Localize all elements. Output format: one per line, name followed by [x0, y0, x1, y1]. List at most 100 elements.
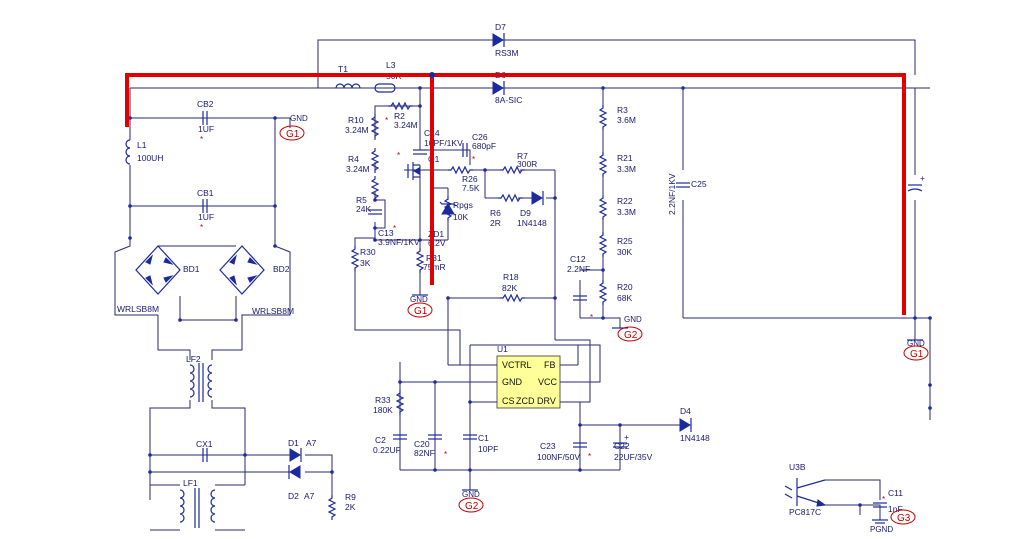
- u1-pin-zcd: ZCD: [516, 396, 535, 406]
- d6-value: 8A-SIC: [495, 95, 522, 105]
- r18-ref: R18: [503, 272, 519, 282]
- rpgs-value: 10K: [453, 212, 468, 222]
- cap-c2: C2 0.22UF: [373, 434, 408, 455]
- cap-c13: C13 3.9NF/1KV: [367, 209, 420, 247]
- g1-tag: G1: [286, 129, 300, 140]
- c25-value: 2.2NF/1KV: [667, 173, 677, 215]
- cap-cb2: CB2 1UF: [197, 99, 214, 134]
- cb1-ref: CB1: [197, 188, 214, 198]
- d7-ref: D7: [495, 22, 506, 32]
- cap-c25: C25 2.2NF/1KV: [667, 173, 707, 215]
- u1-pin-gnd: GND: [502, 377, 523, 387]
- res-r30: R30 3K: [351, 245, 376, 272]
- l3-ref: L3: [386, 60, 396, 70]
- gnd-label: GND: [290, 114, 308, 123]
- c12-value: 2.2NF: [567, 264, 590, 274]
- c26-ref: C26: [472, 132, 488, 142]
- r33-value: 180K: [373, 405, 393, 415]
- bd1-part: WRLSB8M: [117, 304, 159, 314]
- star-markers: * * * * * * * * * *: [200, 116, 885, 504]
- d2-ref: D2: [288, 491, 299, 501]
- r21-value: 3.3M: [617, 164, 636, 174]
- c2-value: 0.22UF: [373, 445, 401, 455]
- ic-u1: U1 VCTRL FB GND VCC CS ZCD DRV: [496, 344, 561, 409]
- res-r7: R7 300R: [499, 151, 537, 174]
- res-r10: R10 3.24M: [345, 113, 379, 140]
- c22-value: 22UF/35V: [614, 452, 653, 462]
- electrolytic-plus: +: [920, 173, 925, 183]
- res-r2: R2 3.24M: [387, 102, 418, 130]
- star: *: [200, 135, 203, 144]
- bd2-ref: BD2: [273, 264, 290, 274]
- r22-ref: R22: [617, 196, 633, 206]
- r20-ref: R20: [617, 282, 633, 292]
- pgnd-label: PGND: [870, 525, 893, 534]
- r6-value: 2R: [490, 218, 501, 228]
- inductor-lf1: LF1: [179, 478, 216, 528]
- lf1-ref: LF1: [183, 478, 198, 488]
- res-r21: R21 3.3M: [599, 151, 636, 178]
- g2-tag: G2: [465, 501, 479, 512]
- optocoupler-u3b: U3B PC817C: [784, 462, 827, 517]
- res-rpgs: Rpgs 10K: [444, 195, 473, 222]
- gnd-label: GND: [624, 315, 642, 324]
- zd1-value: 6.2V: [428, 238, 446, 248]
- cb1-value: 1UF: [198, 212, 214, 222]
- c1-value: 10PF: [478, 444, 498, 454]
- gnd-label: GND: [410, 295, 428, 304]
- res-r26: R26 7.5K: [447, 166, 480, 193]
- u3b-part: PC817C: [789, 507, 821, 517]
- diode-d4: D4 1N4148: [679, 406, 710, 443]
- cx1-ref: CX1: [196, 439, 213, 449]
- c25-ref: C25: [691, 179, 707, 189]
- c2-ref: C2: [375, 435, 386, 445]
- c22-plus: +: [624, 432, 629, 442]
- r25-value: 30K: [617, 247, 632, 257]
- ground-g1-right: GND G1: [903, 339, 929, 361]
- r2-ref: R2: [394, 111, 405, 121]
- r7-value: 300R: [517, 159, 537, 169]
- cap-electrolytic-right: +: [907, 173, 925, 192]
- g1-tag: G1: [910, 349, 924, 360]
- star: *: [882, 495, 885, 504]
- d2-value: A7: [304, 491, 315, 501]
- r3-value: 3.6M: [617, 115, 636, 125]
- cb2-ref: CB2: [197, 99, 214, 109]
- ground-g2-right: GND G2: [612, 315, 643, 342]
- c14-value: 10PF/1KV: [424, 138, 463, 148]
- r30-value: 3K: [360, 258, 371, 268]
- diode-d7: D7 RS3M: [492, 22, 519, 58]
- c12-ref: C12: [570, 254, 586, 264]
- res-r20: R20 68K: [599, 279, 633, 306]
- u1-pin-cs: CS: [502, 396, 515, 406]
- d4-value: 1N4148: [680, 433, 710, 443]
- res-r5: R5 24K: [356, 175, 379, 214]
- u1-pin-drv: DRV: [537, 396, 556, 406]
- c23-ref: C23: [540, 441, 556, 451]
- r5-value: 24K: [356, 204, 371, 214]
- u3b-ref: U3B: [789, 462, 806, 472]
- r2-value: 3.24M: [394, 120, 418, 130]
- r4-value: 3.24M: [346, 164, 370, 174]
- r18-value: 82K: [502, 283, 517, 293]
- r21-ref: R21: [617, 153, 633, 163]
- r9-ref: R9: [345, 492, 356, 502]
- r20-value: 68K: [617, 293, 632, 303]
- star: *: [588, 452, 591, 461]
- res-r22: R22 3.3M: [599, 194, 636, 221]
- d9-value: 1N4148: [517, 218, 547, 228]
- cap-c26: C26 680pF: [462, 132, 496, 158]
- c22-ref: C22: [614, 441, 630, 451]
- c13-ref: C13: [378, 228, 394, 238]
- diode-d2: D2 A7: [288, 465, 315, 501]
- inductor-t1: T1: [335, 64, 361, 89]
- r22-value: 3.3M: [617, 207, 636, 217]
- gnd-label: GND: [907, 339, 925, 348]
- r5-ref: R5: [356, 195, 367, 205]
- ground-g3: PGND G3: [870, 509, 916, 534]
- star: *: [385, 116, 388, 125]
- u1-pin-fb: FB: [544, 360, 556, 370]
- g3-tag: G3: [897, 513, 911, 524]
- t1-ref: T1: [338, 64, 348, 74]
